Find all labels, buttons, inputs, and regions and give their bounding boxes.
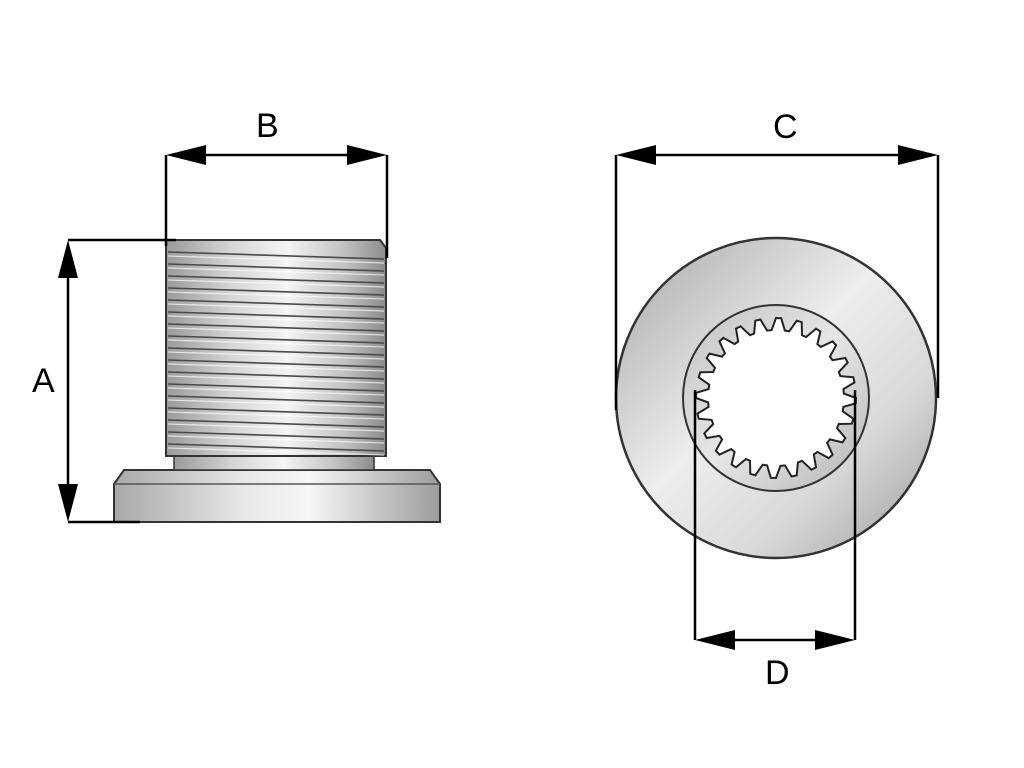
flange <box>113 469 441 523</box>
dimension-b: B <box>164 107 389 258</box>
dimension-b-label: B <box>256 107 279 145</box>
threaded-body <box>165 239 387 457</box>
end-view: C D <box>614 108 940 692</box>
side-view: A B <box>32 107 441 524</box>
spline-profile <box>694 316 858 480</box>
dimension-d-label: D <box>765 654 790 692</box>
dimension-a: A <box>32 238 176 524</box>
dimension-c-label: C <box>773 108 798 146</box>
thread-lines <box>167 251 385 456</box>
neck <box>173 455 375 471</box>
dimension-c: C <box>614 108 940 410</box>
dimension-d: D <box>693 390 857 692</box>
dimension-a-label: A <box>32 362 55 400</box>
